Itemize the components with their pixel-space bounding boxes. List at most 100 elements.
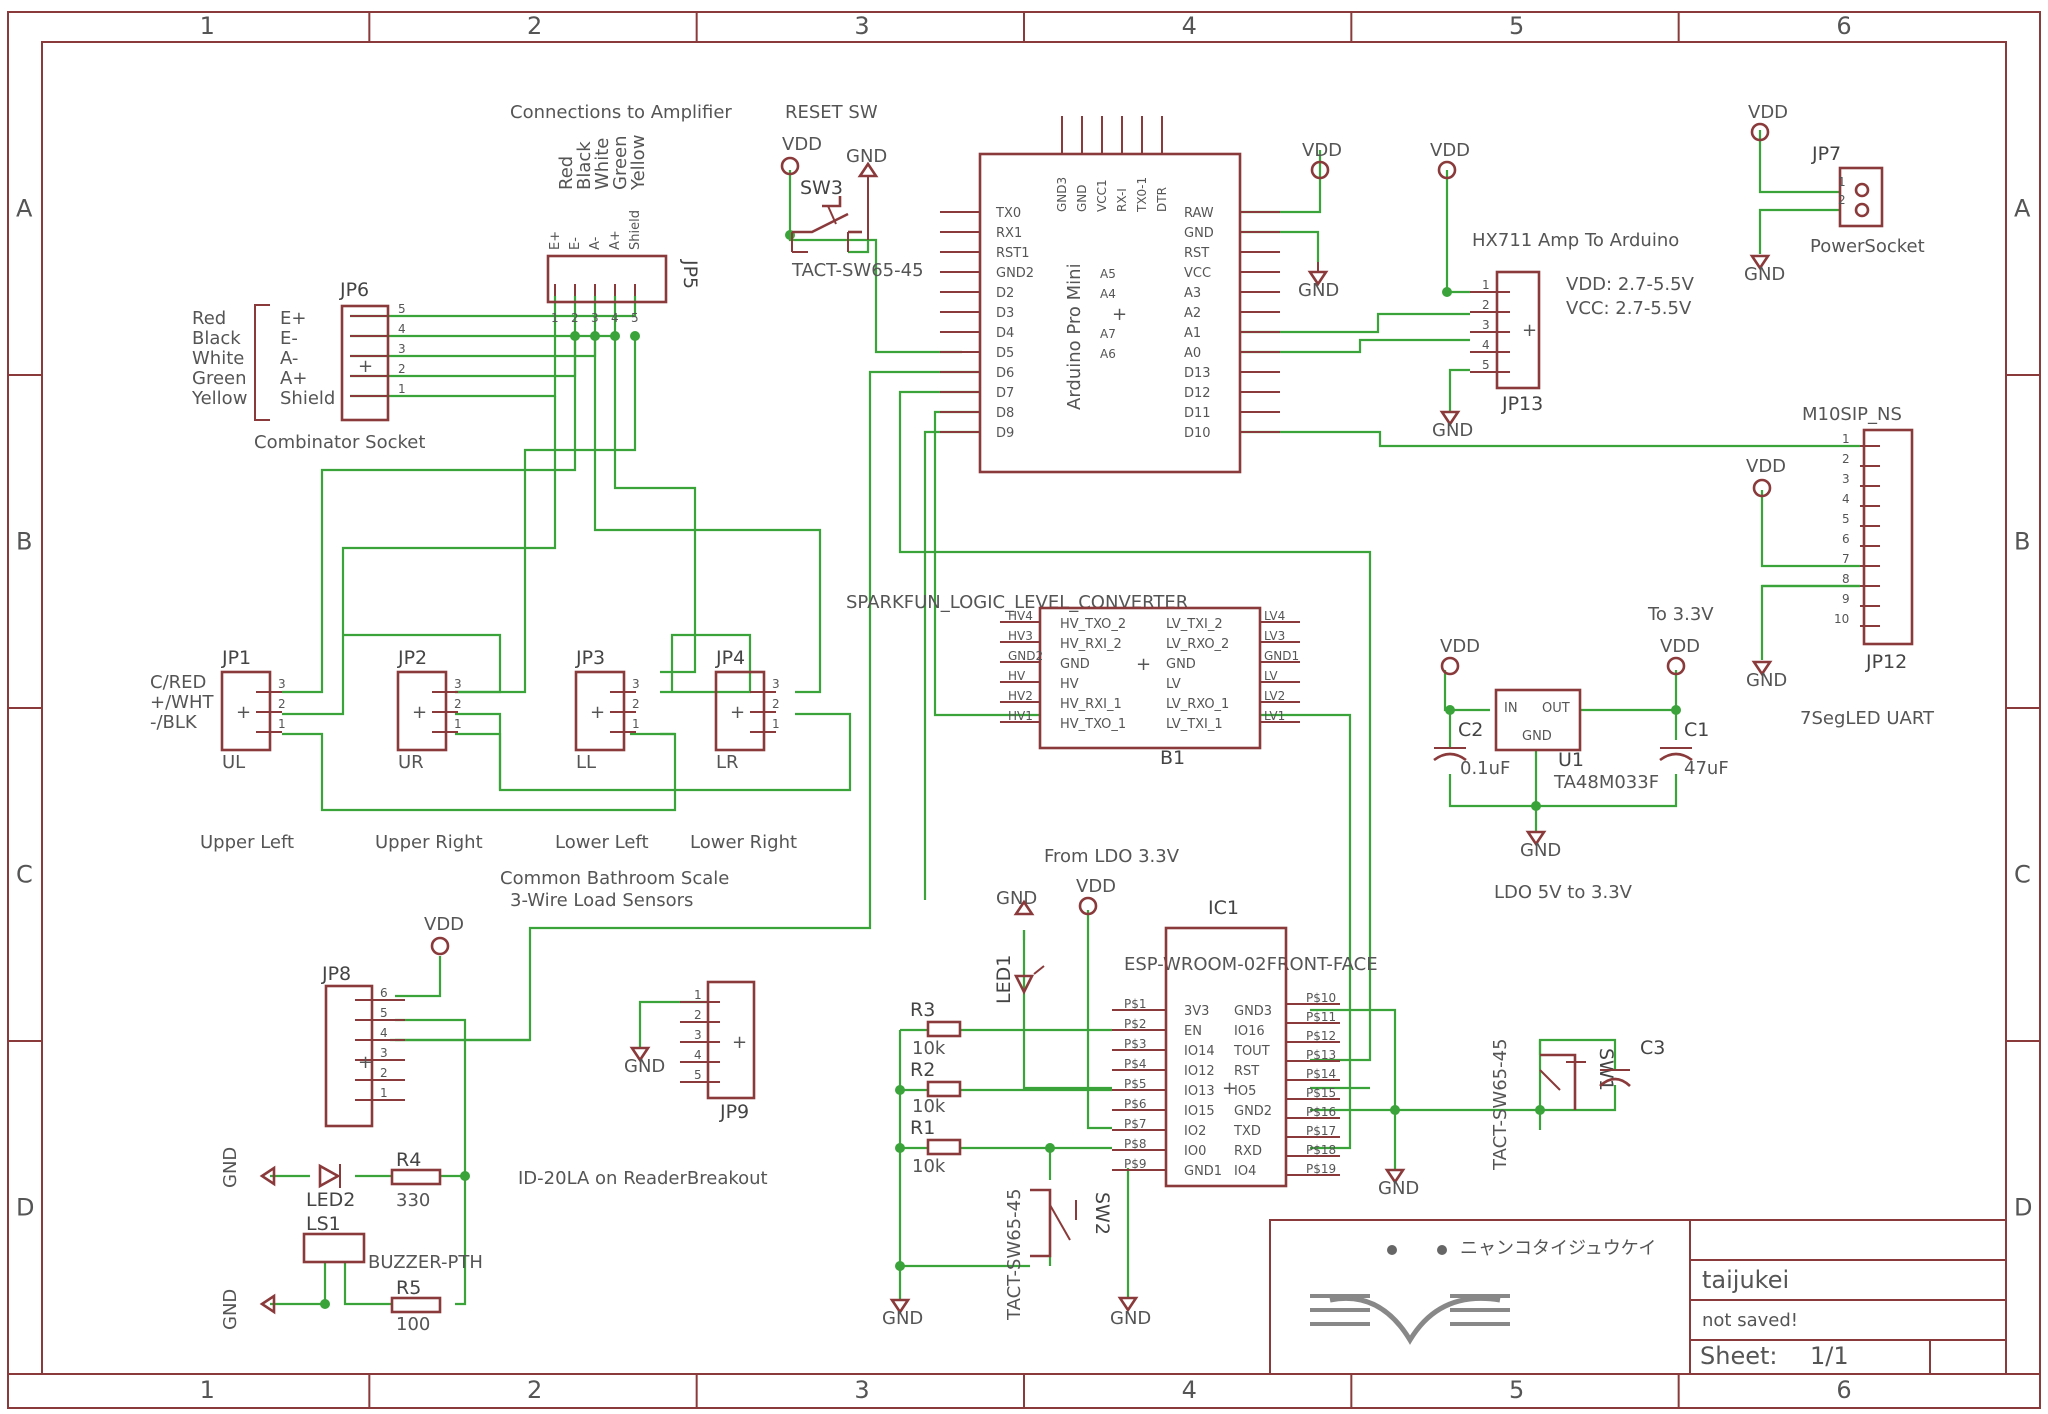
arduino-a5: A5 (1100, 267, 1116, 281)
led2-ref: LED2 (306, 1189, 355, 1211)
r3-val: 10k (912, 1038, 946, 1059)
llc-li-5: HV_TXO_1 (1060, 717, 1126, 732)
jp12-pin-8: 8 (1842, 572, 1850, 586)
esp-ro-2: P$12 (1306, 1029, 1336, 1043)
esp-li-1: EN (1184, 1024, 1202, 1039)
esp-ri-5: GND2 (1234, 1104, 1272, 1119)
jp5-pin-name-1: E- (568, 237, 583, 250)
esp-ro-4: P$14 (1306, 1067, 1336, 1081)
esp-ri-7: RXD (1234, 1144, 1262, 1159)
ldo-label: LDO 5V to 3.3V (1494, 882, 1633, 903)
arduino-pin-top-0: GND3 (1055, 177, 1069, 212)
arduino-pin-r-d10: D10 (1184, 426, 1211, 441)
gnd-label: GND (1298, 280, 1339, 301)
r5-val: 100 (396, 1314, 430, 1335)
frame-column-bottom-4: 4 (1182, 1376, 1197, 1404)
sw3-reset-switch: RESET SW VDD GND SW3 TACT-SW65-45 (780, 102, 924, 281)
esp-gnd3-label: GND (1378, 1178, 1419, 1199)
r3-ref: R3 (910, 999, 935, 1021)
r2-ref: R2 (910, 1059, 935, 1081)
r4-ref: R4 (396, 1149, 421, 1171)
llc-lo-4: HV2 (1008, 689, 1033, 703)
jp1-pin-3: 3 (278, 677, 286, 691)
jp4-pin-2: 2 (772, 697, 780, 711)
jp5-color-4: Yellow (628, 135, 649, 191)
esp-ro-8: P$18 (1306, 1143, 1336, 1157)
jp12-pin-2: 2 (1842, 452, 1850, 466)
jp6-pin-5: 5 (398, 302, 406, 316)
jp5-pin-3: 3 (591, 311, 599, 325)
arduino-power: VDD GND (1298, 140, 1342, 301)
jp5-pin-name-2: A- (588, 236, 603, 250)
esp-ro-6: P$16 (1306, 1105, 1336, 1119)
jp12-pin-4: 4 (1842, 492, 1850, 506)
jp6-pin-name-2: A- (280, 348, 298, 369)
ls1-val: BUZZER-PTH (368, 1252, 483, 1273)
jp5-color-2: White (592, 138, 613, 190)
c2-ref: C2 (1458, 719, 1483, 741)
llc-li-0: HV_TXO_2 (1060, 617, 1126, 632)
jp5-pin-4: 4 (611, 311, 619, 325)
sw1-val: TACT-SW65-45 (1490, 1038, 1511, 1171)
llc-lo-5: HV1 (1008, 709, 1033, 723)
vdd-range-label: VDD: 2.7-5.5V (1566, 274, 1695, 295)
arduino-pin-d2: D2 (996, 286, 1014, 301)
esp-gnd2-label: GND (1110, 1308, 1151, 1329)
jp13-pin-4: 4 (1482, 338, 1490, 352)
esp-ri-2: TOUT (1233, 1044, 1270, 1059)
segled-label: 7SegLED UART (1800, 708, 1935, 729)
ls1-ref: LS1 (306, 1213, 341, 1235)
jp6-pin-name-1: E- (280, 328, 298, 349)
arduino-pin-rx1: RX1 (996, 226, 1022, 241)
arduino-pin-top-5: DTR (1155, 187, 1169, 212)
jp2-pin-3: 3 (454, 677, 462, 691)
jp12-pin-7: 7 (1842, 552, 1850, 566)
jp8-pin-5: 5 (380, 1006, 388, 1020)
jp1-wire-0: C/RED (150, 672, 206, 693)
jp6-pin-name-3: A+ (280, 368, 307, 389)
jp4-pin-3: 3 (772, 677, 780, 691)
jp8-ref: JP8 (321, 963, 351, 985)
sw3-gnd-label: GND (846, 146, 887, 167)
llc-ri-3: LV (1166, 677, 1181, 692)
esp-li-6: IO2 (1184, 1124, 1206, 1139)
arduino-pin-tx0: TX0 (995, 206, 1021, 221)
arduino-pin-d3: D3 (996, 306, 1014, 321)
llc-ro-1: LV3 (1264, 629, 1285, 643)
jp12-pin-10: 10 (1834, 612, 1849, 626)
sw3-ref: SW3 (800, 177, 843, 199)
jp13-pin-2: 2 (1482, 298, 1490, 312)
frame-column-top-3: 3 (854, 12, 869, 40)
esp-li-5: IO15 (1184, 1104, 1215, 1119)
logic-level-converter: SPARKFUN_LOGIC_LEVEL_CONVERTER HV4HV_TXO… (846, 592, 1300, 769)
jp6-pin-4: 4 (398, 322, 406, 336)
esp-ri-4: IO5 (1234, 1084, 1256, 1099)
esp-origin: + (1222, 1078, 1237, 1099)
esp-lo-0: P$1 (1124, 997, 1147, 1011)
combinator-color-3: Green (192, 368, 247, 389)
llc-ro-4: LV2 (1264, 689, 1285, 703)
jp9-gnd-label: GND (624, 1056, 665, 1077)
esp-lo-5: P$6 (1124, 1097, 1147, 1111)
llc-li-3: HV (1060, 677, 1079, 692)
arduino-pin-r-a1: A1 (1184, 326, 1201, 341)
sw2-ref: SW2 (1091, 1192, 1113, 1235)
llc-ro-3: LV (1264, 669, 1278, 683)
svg-text:2: 2 (1838, 193, 1846, 207)
llc-ri-4: LV_RXO_1 (1166, 697, 1229, 712)
llc-ref: B1 (1160, 747, 1185, 769)
r1-val: 10k (912, 1156, 946, 1177)
sheet-label: Sheet: (1700, 1342, 1777, 1370)
jp1-ref: JP1 (221, 647, 251, 669)
esp-lo-2: P$3 (1124, 1037, 1147, 1051)
esp-ri-0: GND3 (1234, 1004, 1272, 1019)
esp-lo-6: P$7 (1124, 1117, 1147, 1131)
led1-gnd-label: GND (996, 888, 1037, 909)
r4-val: 330 (396, 1190, 430, 1211)
esp-wroom-02: From LDO 3.3V IC1 ESP-WROOM-02FRONT-FACE… (882, 846, 1665, 1329)
reg-out: OUT (1542, 701, 1570, 716)
llc-ri-0: LV_TXI_2 (1166, 617, 1223, 632)
jp9-pin-3: 3 (694, 1028, 702, 1042)
